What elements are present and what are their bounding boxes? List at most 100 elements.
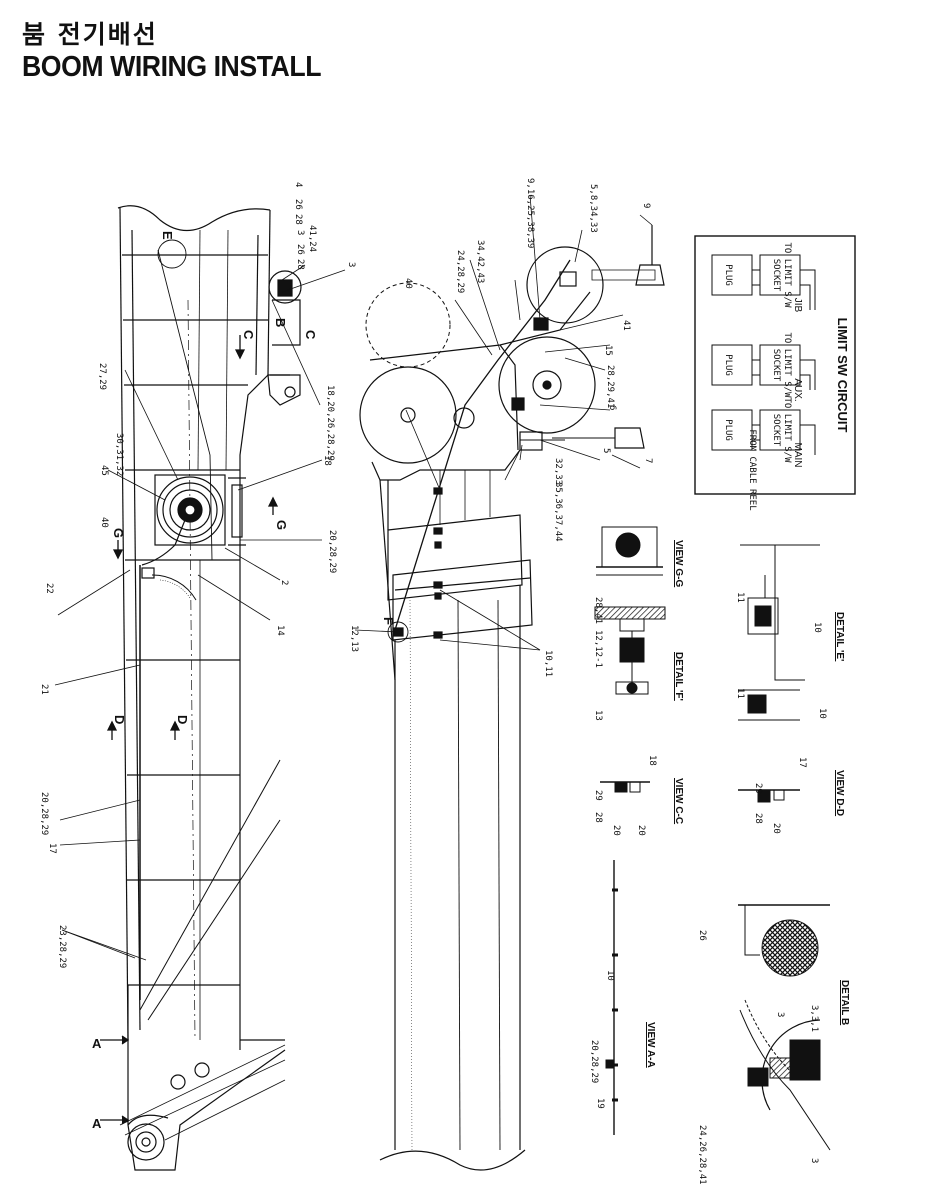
callout-28-dd: 28 — [753, 813, 763, 824]
callout-30-31-32: 30,31,32 — [114, 433, 124, 476]
callout-3-mid: 3 — [775, 1012, 785, 1017]
callout-20-28-29-lower: 20,28,29 — [39, 792, 49, 835]
callout-20-28-29-aa: 20,28,29 — [589, 1040, 599, 1083]
callout-2: 2 — [279, 580, 289, 585]
detail-f-figure — [594, 606, 666, 695]
view-titles: VIEW G-G DETAIL 'F' VIEW C-C VIEW A-A DE… — [645, 540, 850, 1068]
callout-40: 40 — [99, 517, 109, 528]
circuit-col-aux-name: AUX. — [792, 378, 803, 401]
detail-e-figure — [740, 544, 820, 681]
view-a-a-figure — [605, 860, 618, 1135]
callout-labels: 4 26 28 3 26 28 41,24 3 27,29 18,20,26,2… — [39, 178, 827, 1185]
circuit-jib-plug: PLUG — [723, 264, 733, 286]
circuit-aux-plug: PLUG — [723, 354, 733, 376]
detail-title-b: DETAIL B — [839, 980, 850, 1025]
limit-sw-circuit: LIMIT SW CIRCUIT MAIN AUX. JIB PLUG SOCK… — [694, 235, 856, 511]
callout-35-36-37-44: 35,36,37,44 — [553, 482, 563, 542]
callout-10-d: 10 — [817, 708, 827, 719]
callout-45: 45 — [99, 465, 109, 476]
callout-41: 41 — [621, 320, 631, 331]
callout-27-29: 27,29 — [97, 363, 107, 390]
callout-24-28-29: 24,28,29 — [455, 250, 465, 293]
circuit-main-socket: SOCKET — [771, 414, 781, 447]
callout-3-top: 3 — [346, 262, 356, 267]
view-title-c-c: VIEW C-C — [673, 778, 684, 824]
title-english: BOOM WIRING INSTALL — [22, 51, 322, 83]
callout-10-e: 10 — [812, 622, 822, 633]
leader-lines — [54, 194, 653, 961]
detail-b-figure — [738, 904, 830, 977]
section-letter-a-upper: A — [92, 1116, 102, 1131]
callout-12-12-1: 12,12-1 — [593, 630, 603, 668]
circuit-jib-to: TO LIMIT S/W — [782, 242, 792, 308]
callout-32-33: 32,33 — [553, 458, 563, 485]
callout-26-b: 26 — [697, 930, 707, 941]
callout-5-8-34-33: 5,8,34,33 — [588, 184, 598, 233]
callout-18-cc: 18 — [647, 755, 657, 766]
callout-5: 5 — [601, 448, 611, 453]
circuit-col-jib-name: JIB — [792, 298, 803, 313]
callout-20-cc-b: 20 — [636, 825, 646, 836]
detail-title-e: DETAIL 'E' — [834, 612, 845, 661]
callout-20-cc-a: 20 — [611, 825, 621, 836]
view-g-g-figure — [596, 526, 663, 576]
section-letter-labels: A A B C C D D E F G G — [92, 231, 396, 1131]
callout-41-24: 41,24 — [307, 225, 317, 252]
section-letter-a-lower: A — [92, 1036, 102, 1051]
circuit-main-to: TO LIMIT S/W — [782, 397, 792, 463]
callout-29-dd: 29 — [753, 783, 763, 794]
callout-22: 22 — [44, 583, 54, 594]
left-boom — [117, 205, 302, 1171]
callout-24-26-28-41: 24,26,28,41 — [697, 1125, 707, 1185]
callout-10-11: 10,11 — [543, 650, 553, 677]
section-letter-g-left: G — [111, 528, 126, 538]
circuit-aux-socket: SOCKET — [771, 349, 781, 382]
section-letter-b: B — [273, 318, 288, 327]
title-block: 붐 전기배선 BOOM WIRING INSTALL — [22, 20, 347, 84]
view-title-a-a: VIEW A-A — [645, 1022, 656, 1068]
callout-12-13: 12,13 — [349, 625, 359, 652]
callout-3: 3 — [295, 230, 305, 235]
callout-3-3-1: 3,3,1 — [809, 1005, 819, 1032]
view-c-c-figure — [600, 781, 650, 793]
detail-title-f: DETAIL 'F' — [673, 652, 684, 701]
cable-reel — [141, 239, 246, 601]
section-letter-d-left: D — [112, 715, 127, 724]
callout-9: 9 — [641, 203, 651, 208]
view-d-d-upper-figure — [738, 689, 800, 721]
section-letter-c-left: C — [241, 330, 256, 340]
callout-28b: 28 — [295, 259, 305, 270]
section-arrows — [100, 335, 279, 1125]
view-d-d-figure — [738, 789, 800, 803]
callout-11-d: 11 — [735, 688, 745, 699]
callout-29: 29 — [593, 790, 603, 801]
callout-40-right: 40 — [403, 278, 413, 289]
circuit-aux-to: TO LIMIT S/W — [782, 332, 792, 398]
callout-14: 14 — [275, 625, 285, 636]
circuit-main-from: FROM CABLE REEL — [747, 429, 757, 510]
callout-28-41: 28,41 — [593, 597, 603, 624]
circuit-frame — [694, 235, 856, 495]
bottom-detail-figure — [739, 999, 831, 1151]
callout-15: 15 — [603, 345, 613, 356]
callout-13: 13 — [593, 710, 603, 721]
callout-6: 6 — [607, 405, 617, 410]
callout-23-28-29: 23,28,29 — [57, 925, 67, 968]
view-title-g-g: VIEW G-G — [673, 540, 684, 587]
callout-20-28-29: 20,28,29 — [327, 530, 337, 573]
callout-18-20-26-28-29: 18,20,26,28,29 — [325, 385, 335, 461]
callout-10-aa: 10 — [605, 970, 615, 981]
section-letter-e: E — [160, 231, 175, 240]
callout-17: 17 — [47, 843, 57, 854]
section-letter-c-right: C — [303, 330, 318, 340]
callout-21: 21 — [39, 684, 49, 695]
circuit-title: LIMIT SW CIRCUIT — [835, 318, 850, 433]
view-title-d-d: VIEW D-D — [834, 770, 845, 816]
callout-20-dd: 20 — [771, 823, 781, 834]
callout-7: 7 — [643, 458, 653, 463]
circuit-jib-socket: SOCKET — [771, 259, 781, 292]
callout-26b: 26 — [295, 244, 305, 255]
callout-4: 4 — [293, 182, 303, 187]
circuit-col-main-name: MAIN — [792, 443, 803, 468]
